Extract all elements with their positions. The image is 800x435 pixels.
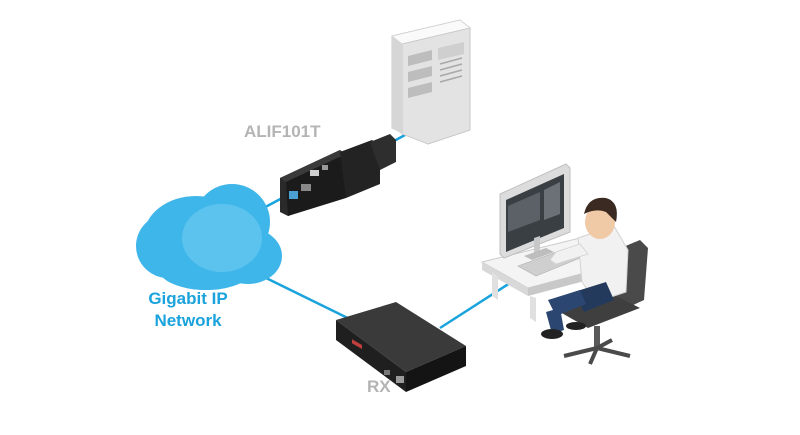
desk-user-icon [480,163,648,365]
cloud-icon [136,184,282,290]
transmitter-dongle-icon [280,134,396,216]
network-label-line2: Network [154,311,222,330]
network-label-line1: Gigabit IP [148,289,228,308]
cable-rx-to-desk [439,281,511,330]
receiver-box-icon [336,302,466,392]
transmitter-label: ALIF101T [244,122,321,141]
receiver-label: RX [367,377,391,396]
network-label: Gigabit IP Network [133,288,243,332]
server-tower-icon [391,19,471,145]
